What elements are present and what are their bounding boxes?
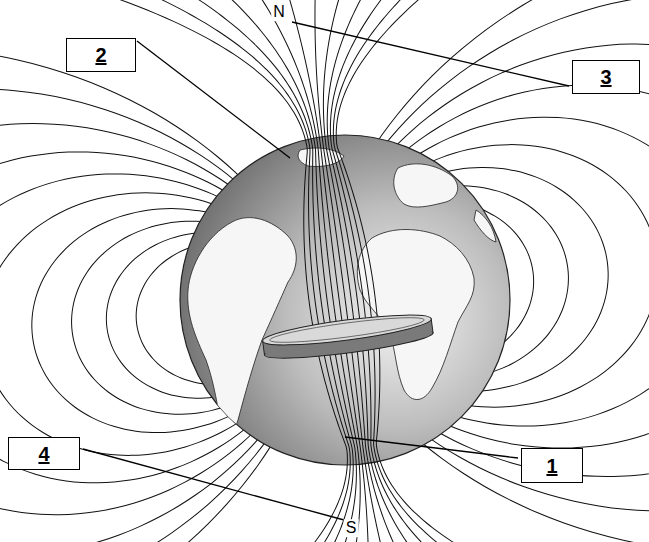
callout-box: 1: [521, 448, 583, 483]
bar-magnet: [261, 309, 434, 364]
field-line: [299, 0, 406, 542]
continents: [188, 148, 496, 439]
callout-number: 3: [600, 67, 611, 87]
callout-box: 3: [572, 60, 640, 94]
field-line: [278, 0, 385, 542]
leader-line: [83, 449, 344, 520]
callout-number: 4: [38, 444, 49, 464]
leader-line: [137, 41, 290, 158]
leader-line: [292, 22, 569, 86]
leader-lines: [83, 22, 569, 520]
field-lines-through-earth: [86, 0, 597, 542]
field-line: [304, 0, 482, 542]
field-line: [312, 0, 597, 542]
field-line: [301, 0, 443, 542]
field-line: [307, 0, 521, 542]
field-line: [201, 0, 379, 542]
field-line: [240, 0, 382, 542]
pole-label: S: [344, 519, 359, 537]
pole-label: N: [271, 3, 287, 21]
field-line: [163, 0, 377, 542]
leader-line: [345, 437, 518, 458]
callout-number: 1: [546, 456, 557, 476]
callout-box: 2: [66, 38, 136, 72]
callout-box: 4: [8, 437, 80, 470]
field-line: [86, 0, 371, 542]
callout-number: 2: [95, 45, 106, 65]
field-line: [125, 0, 374, 542]
